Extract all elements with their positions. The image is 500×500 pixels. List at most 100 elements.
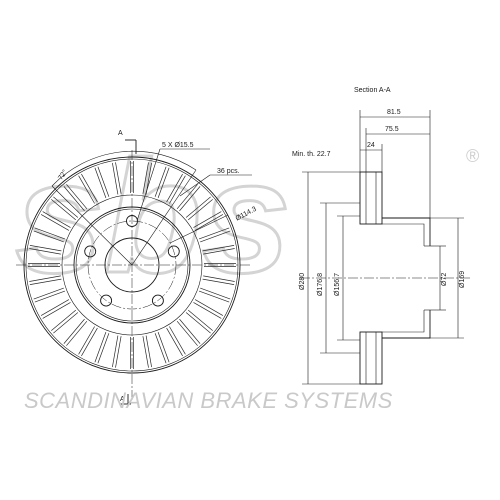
vane-edge: [29, 275, 61, 282]
vane-edge: [176, 320, 198, 346]
dim-75-5: 75.5: [385, 126, 399, 133]
vane-edge: [51, 309, 77, 331]
angle-arc: [51, 150, 197, 187]
vane-edge: [157, 167, 170, 199]
min-thickness-label: Min. th. 22.7: [292, 151, 331, 158]
vane-edge: [154, 333, 167, 364]
vane-edge: [202, 278, 235, 285]
dim-169: Ø169: [459, 271, 466, 288]
vane-edge: [166, 173, 183, 203]
vane-edge: [169, 175, 186, 204]
angle-leader-right: [131, 169, 197, 266]
bolt-holes: [84, 215, 180, 307]
vane-edge: [193, 302, 222, 319]
dim-156-7: Ø156.7: [334, 273, 341, 296]
vane-edge: [81, 327, 98, 357]
bolt-hole: [100, 294, 113, 307]
vane-edge: [203, 248, 235, 255]
vane-edge: [185, 312, 211, 334]
dim-81-5: 81.5: [387, 109, 401, 116]
vane-edge: [78, 175, 95, 204]
section-title: Section A-A: [354, 87, 391, 94]
vane-edge: [94, 331, 107, 363]
vane-edge: [66, 184, 88, 210]
vane-edge: [29, 245, 62, 252]
brand-name: SCANDINAVIAN BRAKE SYSTEMS: [24, 388, 393, 413]
vane-edge: [63, 318, 85, 344]
vane-edge: [112, 162, 119, 195]
vanes-label: 36 pcs.: [217, 168, 240, 175]
vane-edge: [115, 162, 122, 194]
section-mark-bottom: A: [120, 396, 125, 403]
vane-edge: [198, 290, 230, 303]
vane-edge: [34, 227, 66, 240]
vane-edge: [33, 230, 64, 243]
dim-72: Ø72: [441, 273, 448, 286]
vane-edge: [194, 214, 224, 231]
vane-edge: [200, 230, 231, 243]
hat-inner-profile-top: [382, 223, 425, 246]
rotor-lower-outer: [359, 331, 383, 385]
vane-edge: [81, 173, 98, 203]
dim-24: 24: [367, 142, 375, 149]
vane-edge: [51, 199, 77, 221]
vane-edge: [40, 214, 70, 231]
bolt-hole: [167, 245, 180, 258]
hat-inner-profile-bottom: [382, 310, 425, 333]
cooling-vanes: [28, 161, 236, 369]
vane-edge: [42, 211, 71, 228]
registered-mark: ®: [466, 146, 479, 166]
vanes-leader: [179, 174, 211, 197]
vane-edge: [63, 186, 85, 212]
vane-edge: [42, 302, 71, 319]
vane-edge: [203, 275, 235, 282]
sbs-watermark-logo: sbs: [15, 127, 291, 306]
vane-edge: [78, 326, 95, 355]
bolt-holes-leader: [136, 148, 161, 222]
vane-edge: [169, 326, 186, 355]
vane-edge: [179, 318, 201, 344]
vane-edge: [179, 186, 201, 212]
vane-edge: [202, 245, 235, 252]
vane-edge: [154, 166, 167, 197]
vane-edge: [142, 336, 149, 368]
vane-edge: [185, 196, 211, 218]
bolt-hole: [84, 245, 97, 258]
vane-edge: [194, 299, 224, 316]
vane-edge: [157, 331, 170, 363]
vane-edge: [53, 196, 79, 218]
vane-edge: [29, 278, 62, 285]
vane-edge: [29, 248, 61, 255]
vane-edge: [198, 227, 230, 240]
vane-edge: [142, 162, 149, 194]
bolt-hole: [151, 294, 164, 307]
vane-edge: [176, 184, 198, 210]
dim-280: Ø280: [299, 273, 306, 290]
vane-edge: [166, 327, 183, 357]
vane-edge: [97, 333, 110, 364]
vane-edge: [200, 287, 231, 300]
vane-edge: [115, 336, 122, 368]
hat-profile-top: [382, 217, 431, 246]
vane-edge: [187, 199, 213, 221]
dim-176-8: Ø176.8: [317, 273, 324, 296]
vane-edge: [112, 335, 119, 368]
front-view: A A 72° 5 X Ø15.5 36 pcs. Ø114.3: [16, 130, 258, 405]
section-view: Section A-A 81.5 75.5 24 Min. th. 22.7: [292, 87, 470, 385]
rotor-upper-outer: [359, 171, 383, 225]
section-mark-top: A: [118, 130, 123, 137]
vane-edge: [145, 335, 152, 368]
vane-edge: [33, 287, 64, 300]
vane-edge: [94, 167, 107, 199]
hat-profile-bottom: [382, 310, 431, 339]
bolt-holes-label: 5 X Ø15.5: [162, 142, 194, 149]
vane-edge: [40, 299, 70, 316]
pcd-leader: [169, 214, 229, 244]
vane-edge: [53, 312, 79, 334]
angle-leader-left: [51, 185, 133, 266]
vane-edge: [187, 309, 213, 331]
vane-edge: [97, 166, 110, 197]
vane-edge: [193, 211, 222, 228]
vane-edge: [66, 320, 88, 346]
